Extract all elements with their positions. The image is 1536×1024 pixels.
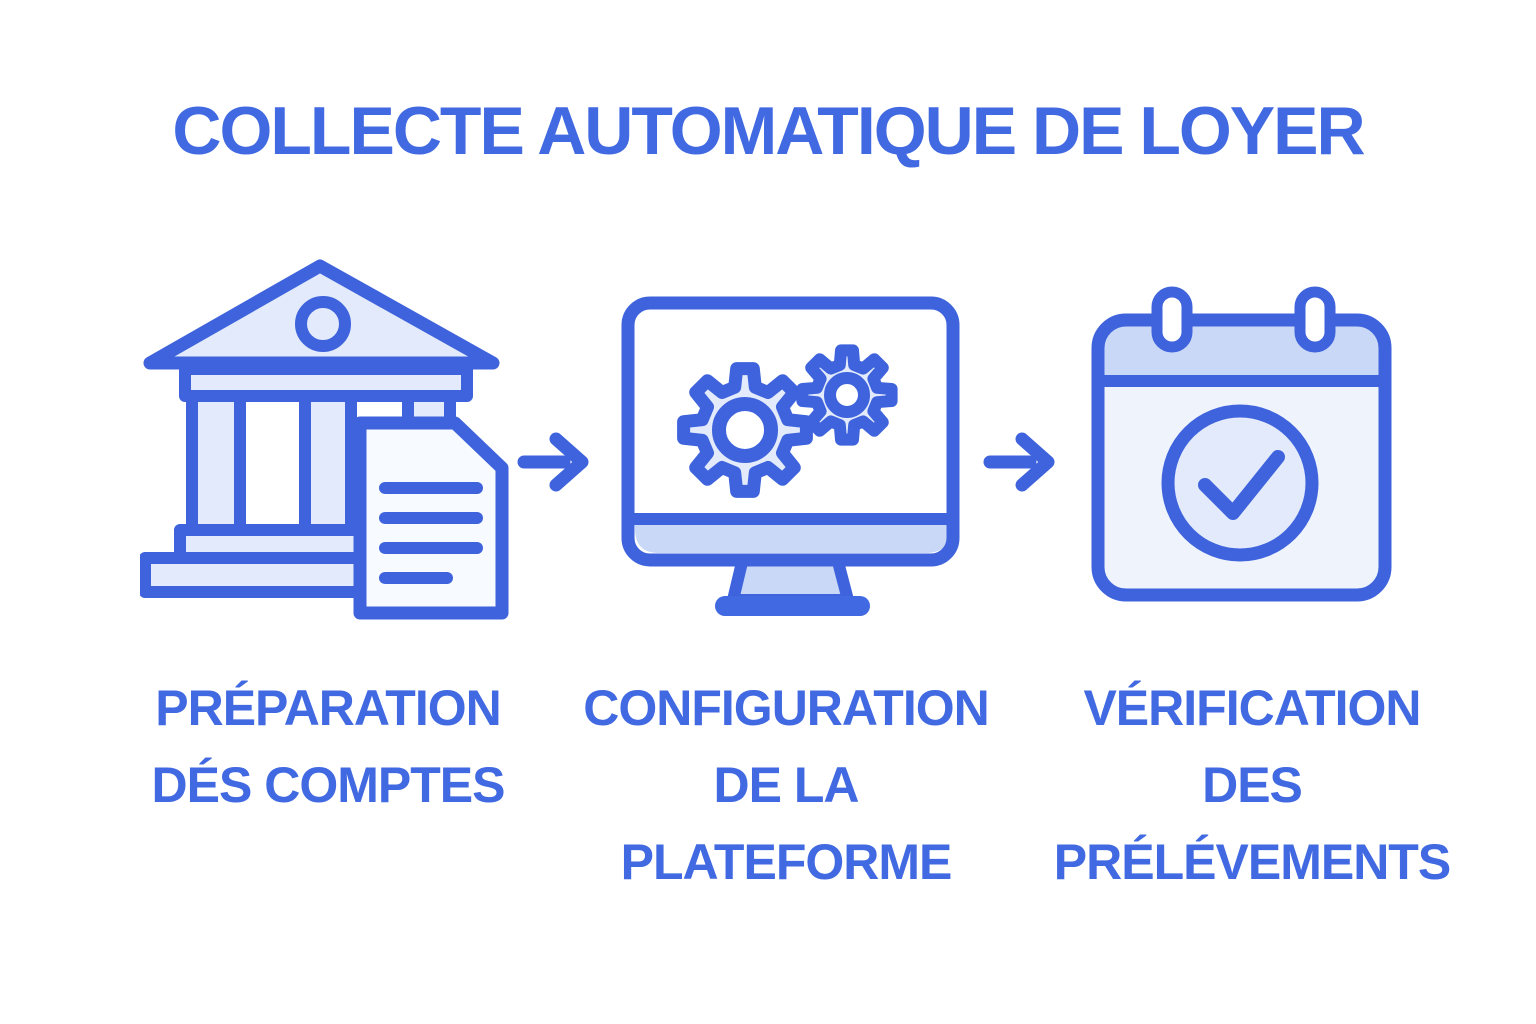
calendar-check-icon <box>1091 286 1392 602</box>
monitor-gears-icon <box>621 296 960 616</box>
step-label-preparation: PRÉPARATION DÉS COMPTES <box>151 670 506 824</box>
step-label-verification: VÉRIFICATION DES PRÉLÉVEMENTS <box>1053 670 1451 901</box>
step-label-line: PRÉLÉVEMENTS <box>1053 834 1451 890</box>
arrow-right-icon <box>517 432 589 492</box>
step-label-line: CONFIGURATION <box>583 680 989 736</box>
step-label-line: DE LA <box>713 757 859 813</box>
step-label-line: PLATEFORME <box>620 834 953 890</box>
page-title: COLLECTE AUTOMATIQUE DE LOYER <box>172 93 1365 169</box>
checkmark-icon <box>1198 450 1285 520</box>
step-label-configuration: CONFIGURATION DE LA PLATEFORME <box>583 670 989 901</box>
bank-document-icon <box>140 259 509 620</box>
check-circle-icon <box>1161 404 1319 562</box>
step-label-line: DÉS COMPTES <box>151 757 506 813</box>
step-label-line: VÉRIFICATION <box>1083 680 1421 736</box>
step-label-line: DES <box>1202 757 1303 813</box>
arrow-right-icon <box>983 432 1055 492</box>
step-label-line: PRÉPARATION <box>155 680 501 736</box>
